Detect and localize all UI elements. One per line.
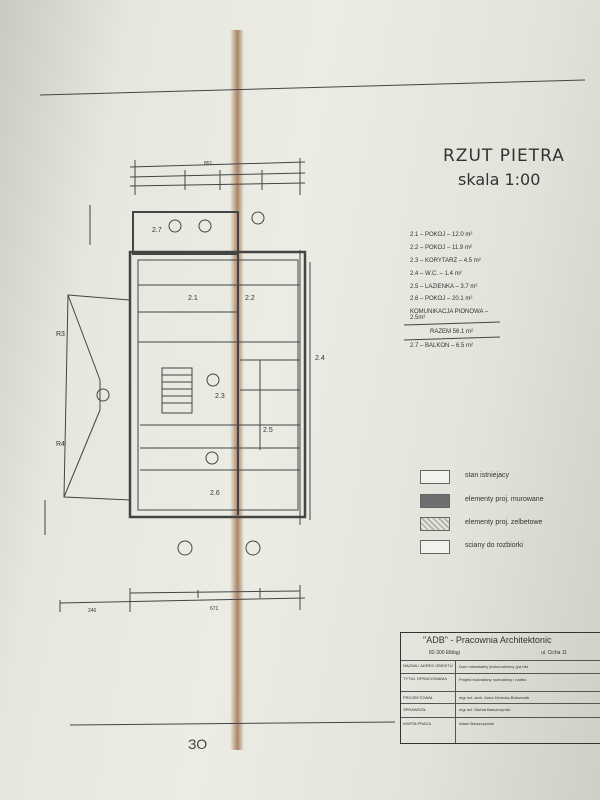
row-label: SPRAWDZIŁ <box>403 707 427 712</box>
room-2-1: 2.1 – POKOJ – 12.0 m² <box>410 232 473 238</box>
room-2-5-tag: 2.5 <box>263 427 273 434</box>
title-block-row: SPRAWDZIŁ mgr inż. Michał Barszczynski <box>401 703 600 712</box>
dim-left-tag: 240 <box>88 608 97 614</box>
plan-scale: skala 1:00 <box>458 170 541 189</box>
legend-swatch-demolition <box>420 540 450 554</box>
title-block-row: PROJEKTOWAŁ mgr inż. arch. Anna Derecka-… <box>401 691 600 700</box>
room-2-2-tag: 2.2 <box>245 295 255 302</box>
title-block-row: NAZWA I ADRES OBIEKTU Dom mieszkalny jed… <box>401 660 600 669</box>
room-2-3-tag: 2.3 <box>215 393 225 400</box>
legend-swatch-masonry <box>420 494 450 508</box>
room-2-4-tag: 2.4 <box>315 355 325 362</box>
roof-r3-tag: R3 <box>56 331 65 338</box>
title-block: "ADB" - Pracownia Architektonic 82-300 E… <box>400 632 600 744</box>
plan-title: RZUT PIETRA <box>443 146 565 166</box>
room-komunikacja: KOMUNIKACJA PIONOWA – 2.5m² <box>410 309 489 321</box>
legend-existing: stan istniejacy <box>465 472 509 479</box>
title-block-street: ul. Cicha 11 <box>541 650 568 656</box>
dim-bottom-tag: 671 <box>210 606 219 612</box>
page-mark: ЗО <box>188 736 208 752</box>
row-label: WSPÓŁPRACA <box>403 721 432 726</box>
legend-swatch-concrete <box>420 517 450 531</box>
row-value: Projekt budowlany rozbudowy i nadbu <box>459 677 527 682</box>
title-block-row: WSPÓŁPRACA Adam Barszczynski <box>401 717 600 726</box>
legend-demolition: sciany do rozbiorki <box>465 542 523 549</box>
room-2-7-balkon: 2.7 – BALKON – 6.5 m² <box>410 343 474 349</box>
row-label: TYTUŁ OPRACOWANIA <box>403 676 448 681</box>
legend-concrete: elementy proj. zelbetowe <box>465 519 543 526</box>
title-block-separator <box>455 661 456 743</box>
row-value: Dom mieszkalny jednorodzinny (pd bliz <box>459 664 529 669</box>
room-2-3: 2.3 – KORYTARZ – 4.5 m² <box>410 258 481 264</box>
title-block-company: "ADB" - Pracownia Architektonic <box>423 635 552 645</box>
dim-top-tag: 851 <box>204 161 213 167</box>
rooms-total: RAZEM 56.1 m² <box>430 329 474 335</box>
room-2-6-tag: 2.6 <box>210 490 220 497</box>
row-label: NAZWA I ADRES OBIEKTU <box>403 663 453 668</box>
row-value: mgr inż. arch. Anna Derecka-Barszczak <box>459 695 530 700</box>
legend-masonry: elementy proj. murowane <box>465 496 544 503</box>
room-2-2: 2.2 – POKOJ – 11.9 m² <box>410 245 472 251</box>
row-label: PROJEKTOWAŁ <box>403 695 434 700</box>
row-value: Adam Barszczynski <box>459 721 494 726</box>
room-2-6: 2.6 – POKOJ – 20.1 m² <box>410 296 473 302</box>
room-2-4: 2.4 – W.C. – 1.4 m² <box>410 271 462 277</box>
room-2-1-tag: 2.1 <box>188 295 198 302</box>
roof-r4-tag: R4 <box>56 441 65 448</box>
room-2-5: 2.5 – LAZIENKA – 3.7 m² <box>410 284 478 290</box>
row-value: mgr inż. Michał Barszczynski <box>459 707 511 712</box>
title-block-city: 82-300 Elbląg <box>429 650 460 656</box>
room-2-7-tag: 2.7 <box>152 227 162 234</box>
title-block-row: TYTUŁ OPRACOWANIA Projekt budowlany rozb… <box>401 673 600 682</box>
legend-swatch-existing <box>420 470 450 484</box>
